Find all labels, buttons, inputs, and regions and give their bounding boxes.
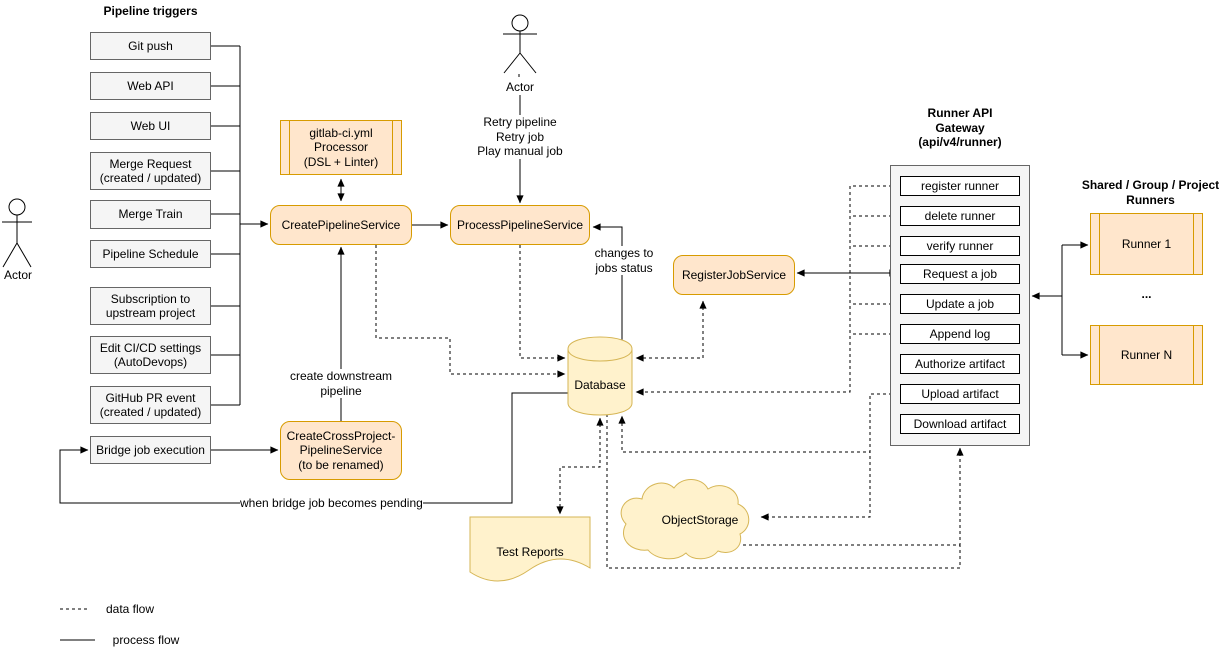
edge-upload-to-db	[618, 393, 898, 453]
trigger-pipeline-schedule: Pipeline Schedule	[90, 240, 211, 268]
runners-title: Shared / Group / Project Runners	[1081, 178, 1220, 207]
database-cylinder	[567, 336, 633, 416]
runner-n-box: Runner N	[1090, 325, 1203, 385]
edge-gateway-trunk-to-db	[635, 186, 851, 396]
annotation-create-downstream: create downstream pipeline	[282, 369, 400, 399]
endpoint-append-log: Append log	[900, 324, 1020, 344]
trigger-web-api: Web API	[90, 72, 211, 100]
actor-left-icon	[2, 198, 32, 268]
edge-trigger-spine	[211, 45, 241, 406]
trigger-web-ui: Web UI	[90, 112, 211, 140]
actor-left-label: Actor	[3, 268, 32, 282]
endpoint-update-job: Update a job	[900, 294, 1020, 314]
endpoint-verify-runner: verify runner	[900, 236, 1020, 256]
pipeline-triggers-title: Pipeline triggers	[103, 4, 198, 18]
create-cross-project-service-box: CreateCrossProject- PipelineService (to …	[280, 421, 402, 480]
register-job-service-box: RegisterJobService	[673, 255, 795, 295]
trigger-subscription: Subscription to upstream project	[90, 287, 211, 325]
trigger-github-pr: GitHub PR event (created / updated)	[90, 386, 211, 424]
trigger-edit-cicd: Edit CI/CD settings (AutoDevops)	[90, 336, 211, 374]
runner-1-box: Runner 1	[1090, 213, 1203, 275]
trigger-git-push: Git push	[90, 32, 211, 60]
endpoint-delete-runner: delete runner	[900, 206, 1020, 226]
actor-top-icon	[503, 14, 537, 74]
edge-upload-to-objectstorage	[760, 393, 898, 521]
endpoint-upload-artifact: Upload artifact	[900, 384, 1020, 404]
trigger-merge-request: Merge Request (created / updated)	[90, 152, 211, 190]
create-pipeline-service-box: CreatePipelineService	[270, 205, 412, 245]
gateway-title: Runner API Gateway (api/v4/runner)	[918, 106, 1002, 150]
edge-db-to-download	[606, 414, 961, 569]
annotation-retry-actions: Retry pipeline Retry job Play manual job	[450, 115, 590, 159]
edge-db-registerjob	[635, 300, 707, 362]
test-reports-document	[469, 516, 591, 582]
edge-createpipeline-to-db	[375, 245, 566, 378]
database-label: Database	[574, 378, 626, 392]
trigger-merge-train: Merge Train	[90, 200, 211, 229]
gitlab-ci-processor-box: gitlab-ci.yml Processor (DSL + Linter)	[280, 120, 402, 175]
legend-process-flow-label: process flow	[112, 633, 180, 647]
annotation-changes-jobs-status: changes to jobs status	[592, 246, 656, 276]
edge-db-changes-to-processpipeline	[592, 223, 623, 341]
object-storage-label: ObjectStorage	[661, 513, 739, 527]
test-reports-label: Test Reports	[496, 545, 564, 559]
edge-gateway-trunk-stubs	[850, 185, 898, 335]
legend-data-flow-label: data flow	[105, 602, 155, 616]
process-pipeline-service-box: ProcessPipelineService	[450, 205, 590, 245]
edge-processpipeline-to-db	[519, 245, 566, 362]
runners-ellipsis: ...	[1141, 287, 1152, 301]
actor-top-label: Actor	[495, 80, 545, 95]
edge-db-testreports	[556, 417, 604, 515]
edge-objectstorage-to-download	[743, 447, 964, 546]
endpoint-register-runner: register runner	[900, 176, 1020, 196]
annotation-bridge-pending: when bridge job becomes pending	[240, 496, 423, 511]
object-storage-cloud	[620, 479, 750, 560]
endpoint-request-job: Request a job	[900, 264, 1020, 284]
endpoint-download-artifact: Download artifact	[900, 414, 1020, 434]
bridge-job-execution-box: Bridge job execution	[90, 436, 211, 464]
endpoint-authorize-artifact: Authorize artifact	[900, 354, 1020, 374]
